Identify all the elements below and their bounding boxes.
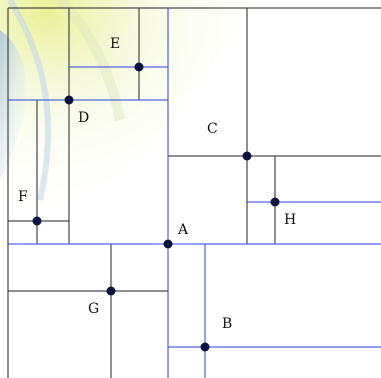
label-D: D	[78, 110, 89, 126]
label-B: B	[222, 316, 232, 332]
point-H	[270, 197, 280, 207]
point-C	[242, 151, 252, 161]
point-F	[32, 216, 42, 226]
point-A	[163, 239, 173, 249]
label-C: C	[207, 121, 218, 137]
point-D	[64, 95, 74, 105]
label-E: E	[110, 36, 120, 52]
point-labels: A B C D E F G H	[18, 36, 296, 332]
label-H: H	[284, 212, 296, 228]
points	[32, 62, 280, 352]
label-G: G	[88, 301, 99, 317]
point-E	[134, 62, 144, 72]
label-A: A	[177, 222, 189, 238]
label-F: F	[18, 189, 28, 205]
point-B	[200, 342, 210, 352]
black-split-lines	[7, 7, 381, 378]
point-G	[106, 286, 116, 296]
